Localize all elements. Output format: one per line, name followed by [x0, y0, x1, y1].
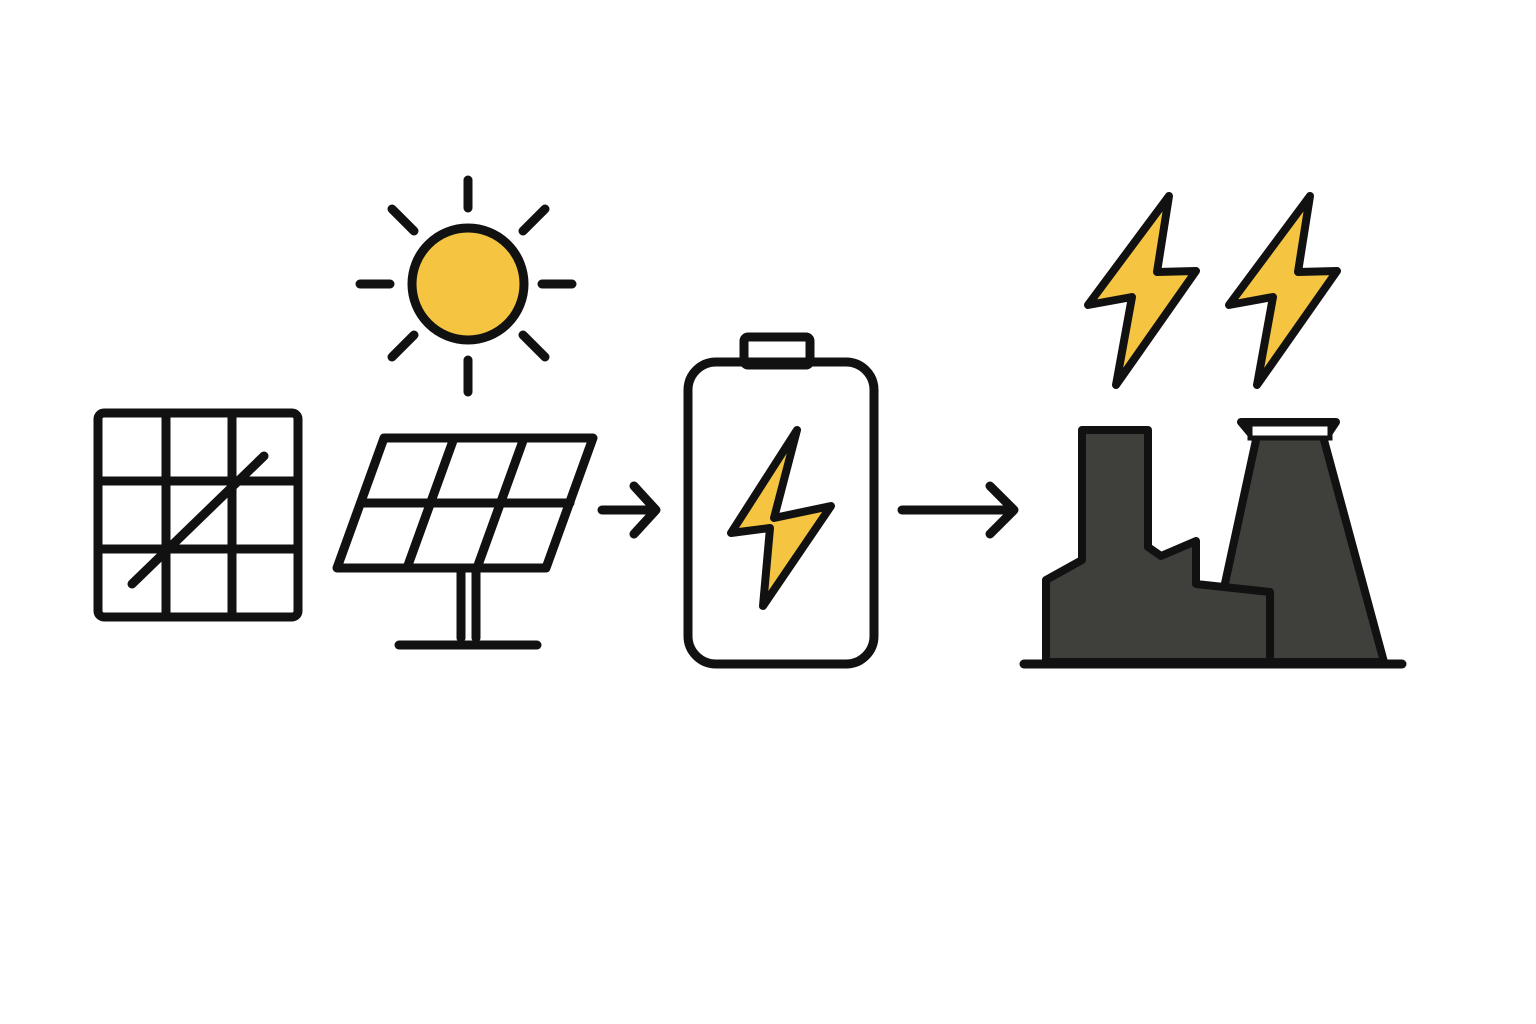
battery-icon — [683, 332, 879, 669]
lightning-bolt-icon — [1084, 192, 1200, 389]
arrow-right-icon — [597, 481, 661, 539]
power-plant-icon — [1019, 192, 1407, 669]
solar-panel-icon — [332, 433, 598, 650]
lightning-bolt-icon — [1225, 192, 1341, 389]
arrow-right-icon — [897, 481, 1019, 539]
sun-icon — [355, 175, 577, 397]
lightning-bolt-icon — [727, 426, 835, 610]
solar-cell-grid-icon — [93, 408, 303, 622]
